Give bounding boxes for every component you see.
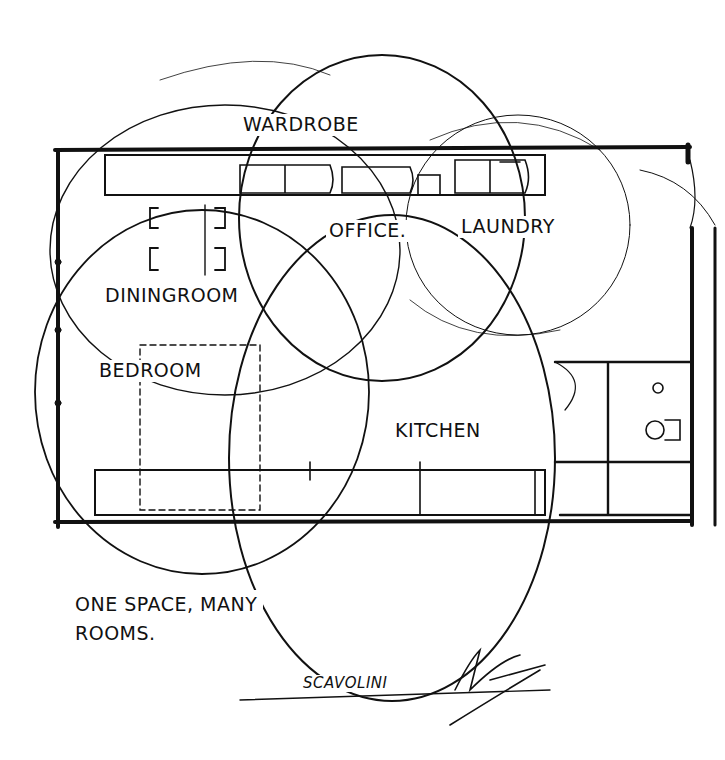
- room-label: WARDROBE: [240, 114, 362, 136]
- room-label: SCAVOLINI: [300, 675, 391, 692]
- room-label: KITCHEN: [392, 420, 484, 442]
- room-label: DININGROOM: [102, 285, 242, 307]
- room-label: LAUNDRY: [458, 216, 558, 238]
- room-label: BEDROOM: [96, 360, 205, 382]
- room-label: OFFICE.: [326, 220, 409, 242]
- caption-note: ONE SPACE, MANY ROOMS.: [72, 590, 263, 647]
